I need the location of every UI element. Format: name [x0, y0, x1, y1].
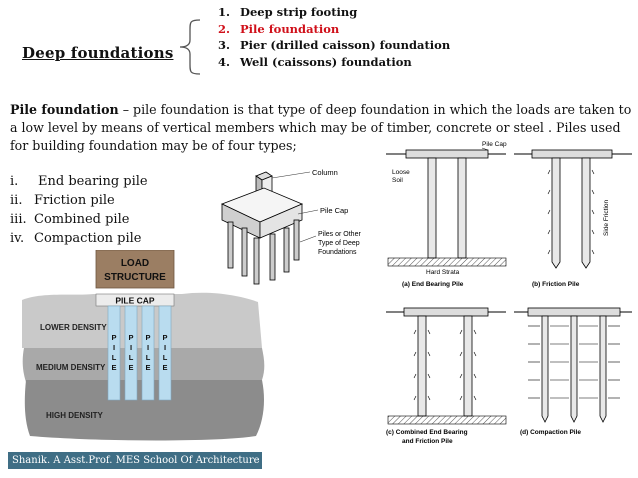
end-bearing-pile: Pile Cap Loose Soil Hard Strata (a) End …	[386, 141, 507, 288]
pile-type-list: i.End bearing pile ii.Friction pile iii.…	[10, 172, 148, 248]
pile-type-item: iii.Combined pile	[10, 212, 130, 227]
label-structure: STRUCTURE	[104, 272, 166, 283]
pile-letter: E	[111, 363, 116, 372]
label-piles-1: Piles or Other	[318, 231, 361, 238]
label-high-density: HIGH DENSITY	[46, 411, 104, 420]
label-load: LOAD	[121, 258, 149, 269]
pile-types-diagram: Pile Cap Loose Soil Hard Strata (a) End …	[386, 141, 632, 445]
description-text: – pile foundation is that type of deep f…	[10, 102, 632, 153]
pile-letter: L	[112, 353, 117, 362]
pile-letter: L	[163, 353, 168, 362]
description-term: Pile foundation	[10, 102, 119, 117]
soil-layers-diagram: LOAD STRUCTURE PILE CAP P I L E P I L E …	[22, 250, 265, 441]
foundation-type-item: 3.Pier (drilled caisson) foundation	[218, 38, 451, 52]
caption-c-2: and Friction Pile	[402, 438, 453, 445]
label-pile-cap-a: Pile Cap	[482, 141, 507, 148]
friction-pile: Side Friction (b) Friction Pile	[514, 149, 632, 288]
foundation-type-item: 4.Well (caissons) foundation	[218, 54, 412, 69]
pile-foundation-description: Pile foundation – pile foundation is tha…	[10, 101, 632, 155]
pile-letter: I	[113, 343, 115, 352]
slide-title: Deep foundations	[22, 44, 174, 62]
compaction-pile: (d) Compaction Pile	[514, 307, 632, 436]
label-side-friction: Side Friction	[603, 199, 610, 236]
pile-letter: I	[147, 343, 149, 352]
foundation-type-item-active: 2.Pile foundation	[218, 21, 340, 36]
caption-b: (b) Friction Pile	[532, 281, 580, 288]
high-density-layer	[24, 380, 264, 441]
pile-letter: L	[129, 353, 134, 362]
pile-letter: I	[130, 343, 132, 352]
pile-letter: P	[162, 333, 167, 342]
pile-letter: P	[145, 333, 150, 342]
foundation-type-list: 1.Deep strip footing 2.Pile foundation 3…	[218, 4, 450, 70]
pile-letter: I	[164, 343, 166, 352]
combined-pile: (c) Combined End Bearing and Friction Pi…	[386, 307, 507, 445]
caption-d: (d) Compaction Pile	[520, 429, 581, 436]
pile-letter: E	[128, 363, 133, 372]
caption-a: (a) End Bearing Pile	[402, 281, 464, 288]
label-piles-2: Type of Deep	[318, 240, 360, 247]
pile-type-item: ii.Friction pile	[10, 193, 115, 208]
pile-type-item: i.End bearing pile	[10, 174, 148, 189]
label-lower-density: LOWER DENSITY	[40, 323, 107, 332]
label-medium-density: MEDIUM DENSITY	[36, 363, 106, 372]
caption-c-1: (c) Combined End Bearing	[386, 429, 468, 436]
pile-cap-diagram: Column Pile Cap Piles or Other Type of D…	[214, 164, 386, 292]
label-column: Column	[312, 168, 338, 177]
pile-letter: P	[111, 333, 116, 342]
foundation-type-item: 1.Deep strip footing	[218, 5, 358, 19]
label-loose: Loose	[392, 169, 410, 176]
curly-brace-icon	[179, 19, 201, 75]
pile-letter: E	[162, 363, 167, 372]
label-hard-strata: Hard Strata	[426, 269, 460, 276]
pile-letter: E	[145, 363, 150, 372]
label-pile-cap: Pile Cap	[320, 206, 348, 215]
footer-credit: Shanik. A Asst.Prof. MES School Of Archi…	[8, 452, 262, 469]
pile-letter: P	[128, 333, 133, 342]
label-soil: Soil	[392, 177, 403, 184]
label-pile-cap-layer: PILE CAP	[115, 296, 155, 306]
load-structure-box	[95, 250, 175, 289]
label-piles-3: Foundations	[318, 249, 357, 256]
pile-type-item: iv.Compaction pile	[10, 231, 142, 246]
pile-letter: L	[146, 353, 151, 362]
